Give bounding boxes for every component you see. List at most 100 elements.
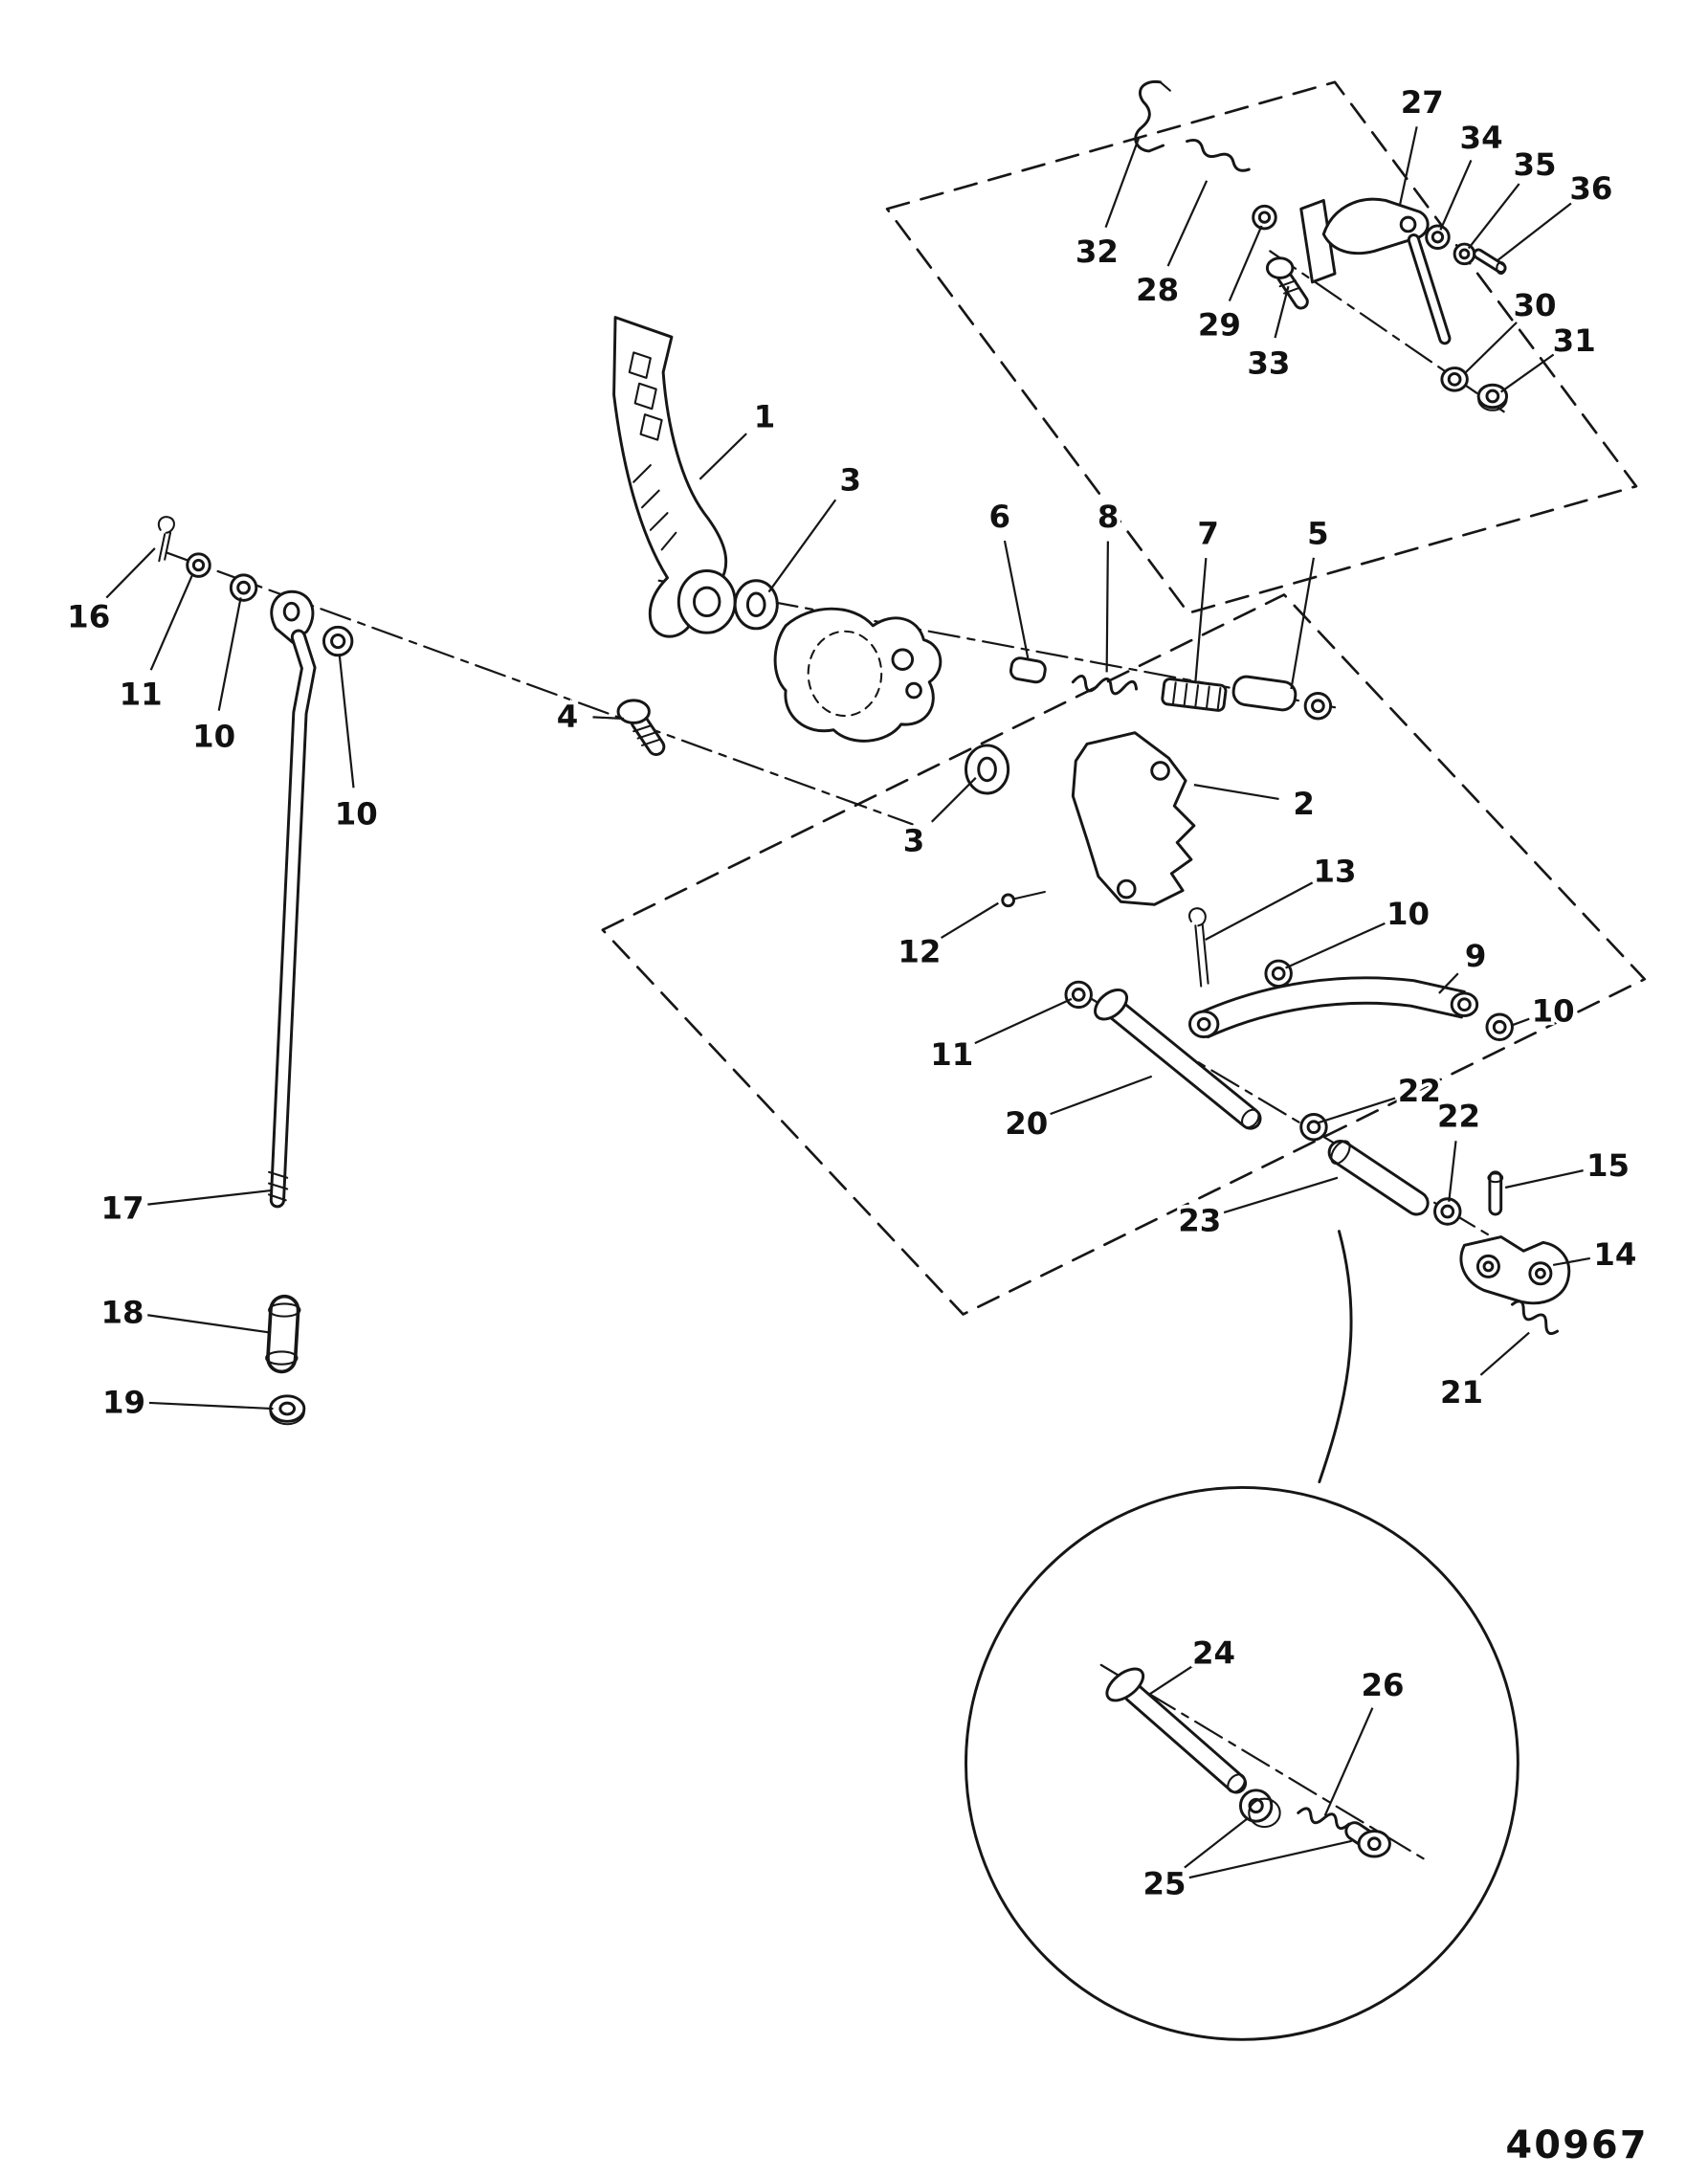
callout-leader-2 (1193, 784, 1279, 801)
callout-label-26: 26 (1362, 1667, 1405, 1703)
callout-label-1: 1 (754, 398, 776, 434)
callout-label-24: 24 (1192, 1634, 1235, 1671)
part-35-washer (1453, 242, 1476, 266)
part-19-nut (269, 1394, 306, 1426)
callout-label-11: 11 (120, 676, 163, 712)
part-4-screw (616, 699, 666, 756)
part-21-spring (1510, 1300, 1560, 1335)
callout-label-13: 13 (1314, 854, 1357, 890)
part-25-nut-washer (1238, 1789, 1391, 1858)
callout-leader-7 (1194, 558, 1208, 682)
callout-label-3: 3 (840, 462, 862, 499)
callout-leader-10 (338, 654, 355, 789)
callout-leader-3 (930, 777, 977, 823)
left-washers (186, 552, 354, 657)
callout-label-29: 29 (1198, 307, 1241, 344)
callout-label-6: 6 (989, 499, 1011, 535)
callout-leader-4 (592, 716, 624, 721)
callout-leader-5 (1290, 557, 1315, 690)
callout-label-16: 16 (67, 598, 110, 634)
callout-label-2: 2 (1293, 786, 1315, 822)
callout-leader-31 (1500, 353, 1555, 393)
callout-label-31: 31 (1553, 322, 1596, 359)
part-8-spring (1071, 675, 1139, 696)
callout-leader-10 (1285, 922, 1386, 969)
callout-label-20: 20 (1005, 1105, 1048, 1142)
part-1-bracket (612, 316, 737, 638)
part-33-bolt (1265, 256, 1309, 310)
callout-label-36: 36 (1569, 170, 1612, 207)
callout-leader-34 (1439, 160, 1473, 231)
part-24-pin (1105, 1667, 1248, 1794)
callout-label-34: 34 (1460, 120, 1503, 156)
callout-leader-32 (1104, 136, 1141, 228)
callout-leader-14 (1552, 1256, 1591, 1267)
callout-label-15: 15 (1586, 1147, 1630, 1184)
part-36-pin (1473, 248, 1507, 275)
callout-label-7: 7 (1197, 516, 1219, 552)
callout-leader-10 (1510, 1017, 1530, 1027)
callout-leader-9 (1438, 972, 1459, 994)
callout-leader-22 (1318, 1097, 1396, 1124)
part-34-washer (1425, 224, 1451, 250)
part-15-pin (1487, 1170, 1504, 1216)
callout-label-28: 28 (1136, 272, 1179, 308)
callout-label-10: 10 (192, 718, 235, 754)
callout-leader-3 (767, 499, 837, 593)
callout-leader-27 (1398, 126, 1418, 207)
figure-number: 40967 (1506, 2123, 1649, 2167)
callout-leader-20 (1050, 1075, 1153, 1116)
callout-label-18: 18 (101, 1294, 144, 1330)
callout-label-14: 14 (1593, 1236, 1636, 1273)
callout-label-30: 30 (1513, 287, 1556, 323)
part-11-washer-rod20 (1064, 980, 1093, 1010)
part-18-spacer (265, 1294, 301, 1374)
detail-circle (965, 1485, 1519, 2041)
callout-label-10: 10 (1532, 992, 1575, 1029)
part-13-cotter-pin (1188, 907, 1209, 988)
callout-label-4: 4 (557, 699, 579, 735)
callout-leader-16 (105, 547, 156, 599)
callout-leader-12 (940, 901, 999, 939)
part-2-ratchet-lever (1071, 731, 1196, 906)
part-23-spacer (1327, 1139, 1430, 1216)
callout-leader-25 (1184, 1817, 1249, 1869)
callout-leader-10 (217, 597, 242, 711)
callout-leader-29 (1228, 225, 1263, 302)
part-5-cable-end (1231, 675, 1333, 721)
callout-leader-25 (1188, 1839, 1352, 1879)
callout-label-17: 17 (101, 1189, 144, 1226)
callout-leader-6 (1003, 540, 1030, 658)
part-3-washers (733, 579, 1010, 795)
part-27-lever (1299, 197, 1452, 345)
callout-label-5: 5 (1307, 516, 1329, 552)
part-28-spring (1186, 138, 1251, 172)
callout-label-3: 3 (903, 822, 925, 858)
part-32-s-hook (1134, 79, 1171, 153)
callout-leader-11 (149, 572, 194, 671)
part-31-nut (1476, 383, 1509, 411)
dashed-plane-outlines (601, 80, 1647, 1316)
part-22-washers (1299, 1113, 1462, 1226)
callout-leader-24 (1148, 1665, 1193, 1696)
callout-leader-30 (1465, 322, 1518, 373)
callout-label-21: 21 (1440, 1374, 1483, 1411)
callout-leader-18 (147, 1314, 271, 1334)
part-17-link-rod (268, 589, 317, 1209)
part-12-screw (1001, 890, 1046, 908)
part-20-pin (1094, 988, 1262, 1130)
callout-label-8: 8 (1098, 499, 1120, 535)
housing-body (773, 607, 943, 743)
part-10-washers-link (1264, 959, 1514, 1041)
part-30-washer (1440, 367, 1469, 392)
callout-label-35: 35 (1513, 146, 1556, 183)
part-6-barrel (1009, 656, 1047, 684)
callout-leader-19 (148, 1401, 274, 1411)
callout-label-9: 9 (1465, 938, 1487, 974)
callout-leader-13 (1205, 881, 1314, 941)
callout-label-25: 25 (1142, 1866, 1186, 1902)
callout-leader-11 (974, 997, 1073, 1045)
part-7-spring-barrel (1161, 678, 1228, 712)
callout-label-33: 33 (1247, 344, 1290, 381)
